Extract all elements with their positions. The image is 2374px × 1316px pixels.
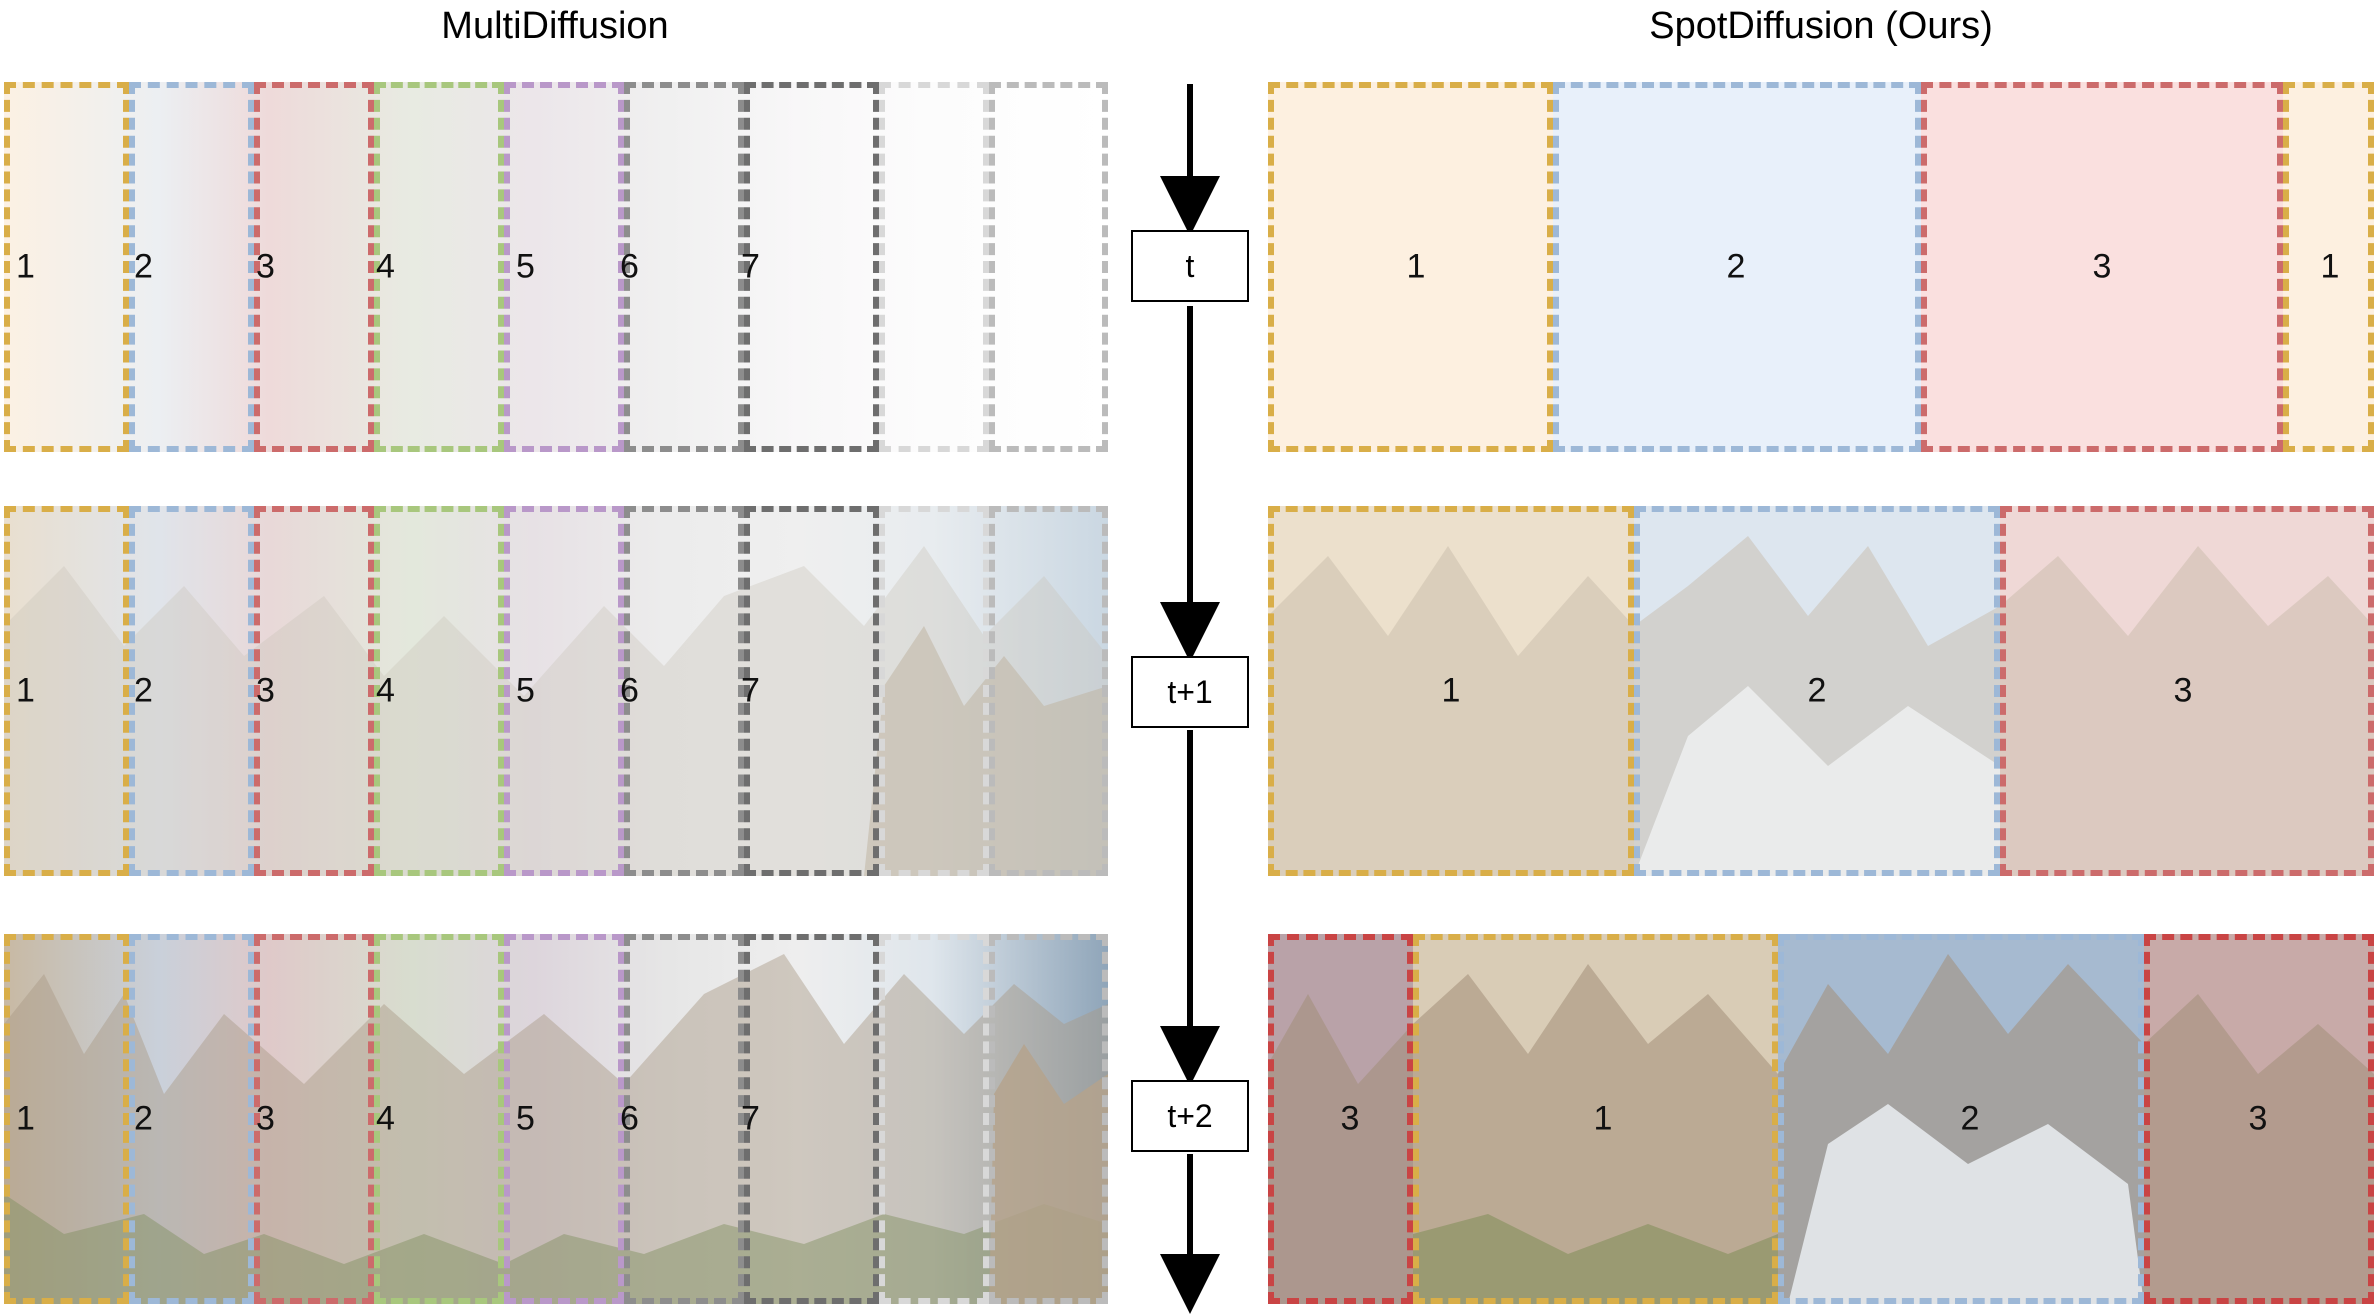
spot-window-label: 3 (2173, 671, 2193, 710)
spot-window-label: 1 (1406, 247, 1426, 286)
spotdiffusion-title: SpotDiffusion (Ours) (1649, 5, 1993, 47)
window-label: 4 (376, 671, 395, 710)
spot-window-label: 1 (2320, 247, 2340, 286)
window-label: 1 (16, 247, 35, 286)
window-label: 7 (741, 247, 760, 286)
window-label: 5 (516, 671, 535, 710)
multidiffusion-row-t: 1 2 3 4 5 6 7 (4, 82, 1108, 452)
window-label: 2 (134, 1099, 153, 1138)
window-label: 6 (620, 1099, 639, 1138)
window-label: 7 (741, 671, 760, 710)
window-label: 3 (256, 1099, 275, 1138)
spot-window-label: 2 (1960, 1099, 1980, 1138)
mountain-image (1268, 934, 2374, 1304)
mountain-image (4, 954, 1108, 1304)
window-label: 3 (256, 671, 275, 710)
window-label: 5 (516, 1099, 535, 1138)
spot-window-label: 3 (1340, 1099, 1360, 1138)
window-label: 6 (620, 247, 639, 286)
spot-window-label: 3 (2092, 247, 2112, 286)
spot-window-label: 1 (1441, 671, 1461, 710)
multidiffusion-row-t2: 1 2 3 4 5 6 7 (4, 934, 1108, 1304)
window-label: 2 (134, 671, 153, 710)
spotdiffusion-row-t: 1 2 3 1 (1268, 82, 2374, 452)
step-box-t1: t+1 (1131, 656, 1249, 728)
spot-window-label: 1 (1593, 1099, 1613, 1138)
spot-window-label: 2 (1726, 247, 1746, 286)
window-label: 4 (376, 1099, 395, 1138)
window-label: 2 (134, 247, 153, 286)
multidiffusion-title: MultiDiffusion (441, 5, 669, 47)
spot-window-label: 2 (1807, 671, 1827, 710)
spotdiffusion-row-t2: 3 1 2 3 (1268, 934, 2374, 1304)
spotdiffusion-row-t1: 1 2 3 (1268, 506, 2374, 876)
window-label: 4 (376, 247, 395, 286)
step-box-t: t (1131, 230, 1249, 302)
window-label: 1 (16, 671, 35, 710)
mountain-image (1268, 506, 2374, 876)
multidiffusion-row-t1: 1 2 3 4 5 6 7 (4, 506, 1108, 876)
window-label: 3 (256, 247, 275, 286)
spot-window-label: 3 (2248, 1099, 2268, 1138)
window-label: 1 (16, 1099, 35, 1138)
window-label: 5 (516, 247, 535, 286)
window-label: 7 (741, 1099, 760, 1138)
window-label: 6 (620, 671, 639, 710)
step-box-t2: t+2 (1131, 1080, 1249, 1152)
